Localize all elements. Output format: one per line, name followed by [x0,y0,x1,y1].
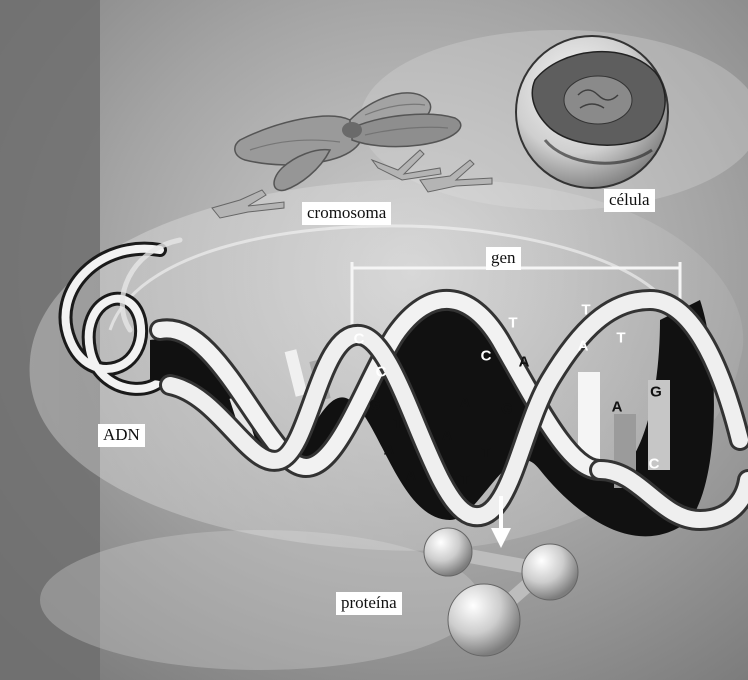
base-letter: C [649,456,660,473]
base-letter: G [650,384,662,401]
base-letter: A [460,395,471,412]
base-letter: G [369,397,381,414]
base-letter: A [578,338,589,355]
base-letter: T [508,315,517,332]
base-letter: C [481,348,492,365]
base-letter: T [393,416,402,433]
base-letter: A [612,399,623,416]
base-letter: A [384,442,395,459]
base-letter: G [501,401,513,418]
base-letter: T [460,472,469,489]
label-gen: gen [486,247,521,270]
base-letter: C [376,364,387,381]
base-letter: A [442,428,453,445]
background-cloud [40,530,480,670]
base-letter: T [581,302,590,319]
base-letter: A [519,354,530,371]
base-letter: T [616,330,625,347]
label-celula: célula [604,189,655,212]
base-letter: A [406,468,417,485]
label-cromosoma: cromosoma [302,202,391,225]
label-adn: ADN [98,424,145,447]
label-proteina: proteína [336,592,402,615]
base-letter: C [354,331,365,348]
base-letter: T [481,445,490,462]
cell-icon [516,36,668,188]
